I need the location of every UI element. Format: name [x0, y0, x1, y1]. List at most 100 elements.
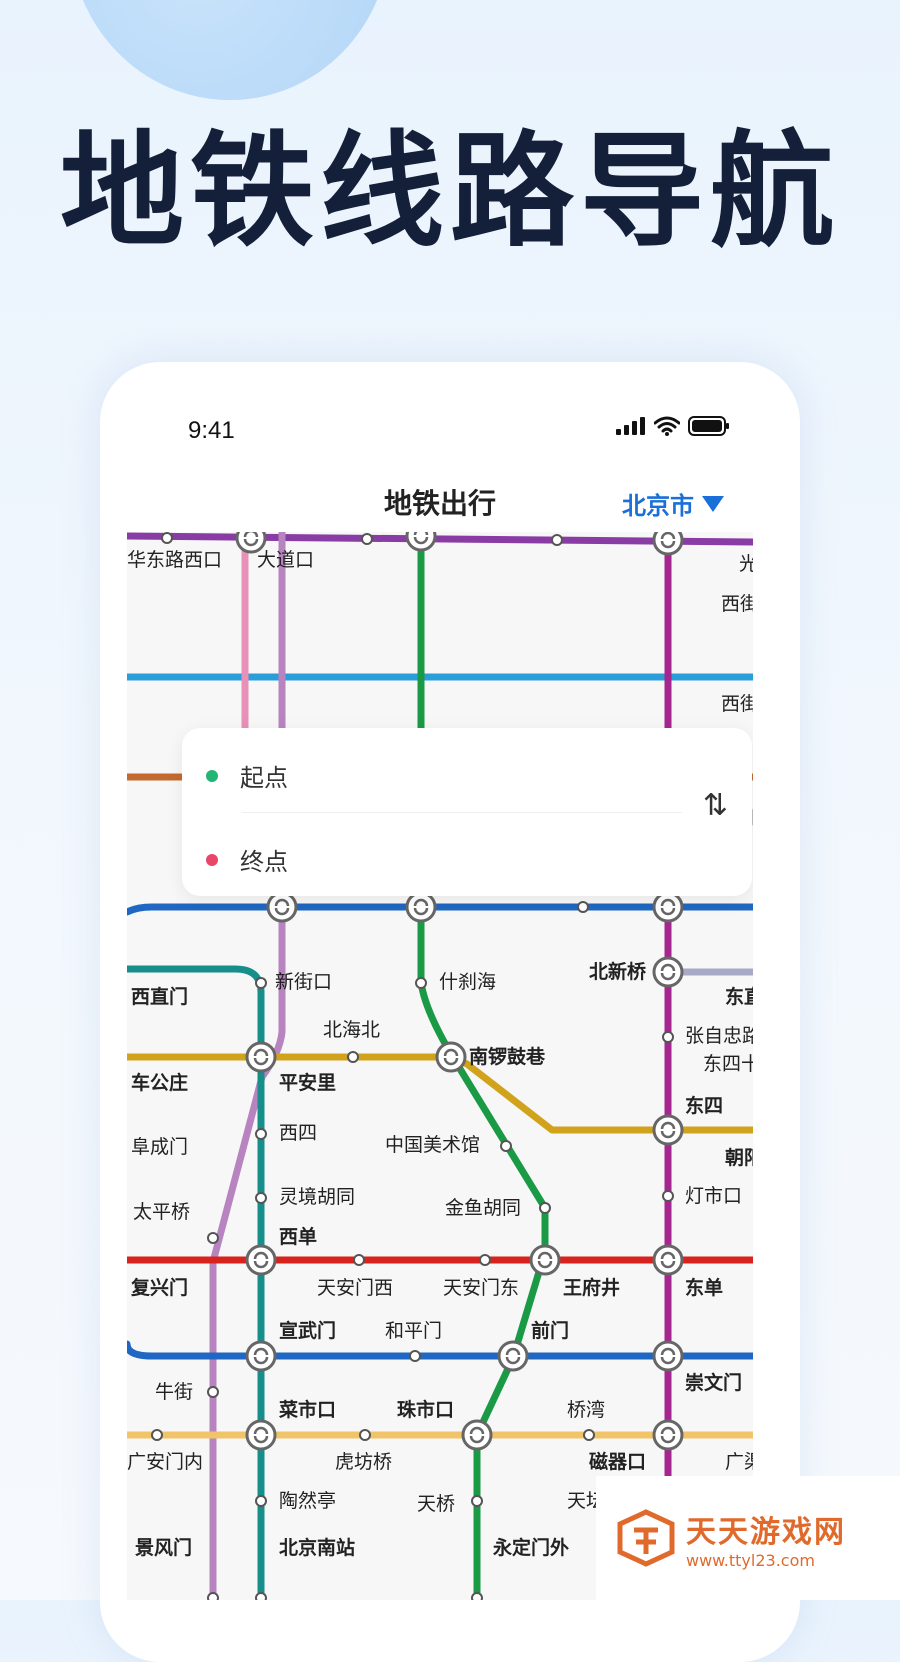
station-dot[interactable] [577, 901, 589, 913]
station-label-qianmen[interactable]: 前门 [531, 1319, 569, 1342]
station-dot[interactable] [255, 1495, 267, 1507]
station-dot[interactable] [551, 534, 563, 546]
station-label-xinjiekou[interactable]: 新街口 [275, 971, 332, 993]
station-label-zhangzizhong[interactable]: 张自忠路 [685, 1025, 753, 1047]
station-dot[interactable] [207, 1232, 219, 1244]
station-label-zhushikou[interactable]: 珠市口 [397, 1398, 454, 1421]
station-dot[interactable] [353, 1254, 365, 1266]
station-label-guanganmennei[interactable]: 广安门内 [127, 1451, 203, 1473]
station-dot[interactable] [479, 1254, 491, 1266]
station-label-guangqumennei[interactable]: 广渠门内 [725, 1451, 753, 1473]
station-label-niujie[interactable]: 牛街 [155, 1381, 193, 1403]
station-label-dengshikou[interactable]: 灯市口 [685, 1185, 742, 1207]
station-label-dongzhimen[interactable]: 东直门 [725, 985, 753, 1008]
station-label-lingjing[interactable]: 灵境胡同 [279, 1186, 355, 1208]
transfer-station-icon[interactable] [652, 956, 684, 988]
station-label-shichahai[interactable]: 什刹海 [439, 971, 496, 993]
transfer-station-icon[interactable] [461, 1419, 493, 1451]
end-row[interactable]: 终点 [206, 842, 288, 877]
watermark-logo-icon [617, 1509, 675, 1567]
city-selector[interactable]: 北京市 [622, 486, 724, 521]
station-label-tiananmenxi[interactable]: 天安门西 [317, 1277, 393, 1299]
station-dot[interactable] [359, 1429, 371, 1441]
transfer-station-icon[interactable] [235, 532, 267, 554]
start-row[interactable]: 起点 [206, 758, 288, 793]
station-label-xuanwumen[interactable]: 宣武门 [279, 1319, 336, 1342]
station-label-dadao[interactable]: 大道口 [257, 549, 314, 571]
transfer-station-icon[interactable] [529, 1244, 561, 1276]
station-label-chaoyangmen[interactable]: 朝阳门 [725, 1146, 753, 1169]
station-dot[interactable] [471, 1592, 483, 1600]
station-label-xijie1[interactable]: 西街 [721, 593, 753, 615]
station-dot[interactable] [539, 1202, 551, 1214]
station-dot[interactable] [255, 977, 267, 989]
station-dot[interactable] [207, 1592, 219, 1600]
station-label-xizhimen[interactable]: 西直门 [131, 985, 188, 1008]
station-label-zhongguomeishuguan[interactable]: 中国美术馆 [385, 1134, 480, 1156]
transfer-station-icon[interactable] [652, 1114, 684, 1146]
transfer-station-icon[interactable] [652, 1419, 684, 1451]
station-label-beixinqiao[interactable]: 北新桥 [589, 960, 647, 983]
station-label-jinyu[interactable]: 金鱼胡同 [445, 1197, 521, 1219]
transfer-station-icon[interactable] [405, 532, 437, 552]
line-gold [127, 1053, 753, 1134]
transfer-station-icon[interactable] [266, 891, 298, 923]
transfer-station-icon[interactable] [405, 891, 437, 923]
station-label-fuxingmen[interactable]: 复兴门 [130, 1276, 188, 1299]
swap-icon[interactable]: ⇅ [702, 788, 728, 823]
transfer-station-icon[interactable] [652, 1244, 684, 1276]
station-label-beihaibei[interactable]: 北海北 [323, 1019, 380, 1041]
station-dot[interactable] [347, 1051, 359, 1063]
station-dot[interactable] [361, 533, 373, 545]
station-label-xijie2[interactable]: 西街 [721, 693, 753, 715]
station-label-qiaowan[interactable]: 桥湾 [567, 1399, 605, 1421]
transfer-station-icon[interactable] [245, 1041, 277, 1073]
transfer-station-icon[interactable] [497, 1340, 529, 1372]
station-label-dongsi[interactable]: 东四 [685, 1094, 723, 1117]
station-dot[interactable] [255, 1192, 267, 1204]
station-dot[interactable] [255, 1128, 267, 1140]
station-label-yongdingmenwai[interactable]: 永定门外 [492, 1536, 569, 1559]
station-label-tiananmendong[interactable]: 天安门东 [443, 1277, 519, 1299]
station-label-nanluoguxiang[interactable]: 南锣鼓巷 [469, 1045, 546, 1068]
transfer-station-icon[interactable] [245, 1244, 277, 1276]
station-label-taorangting[interactable]: 陶然亭 [279, 1490, 336, 1512]
station-label-tianqiao[interactable]: 天桥 [417, 1493, 455, 1515]
station-dot[interactable] [471, 1495, 483, 1507]
station-dot[interactable] [415, 977, 427, 989]
transfer-station-icon[interactable] [652, 1340, 684, 1372]
station-label-hepingmen[interactable]: 和平门 [385, 1320, 442, 1342]
station-dot[interactable] [583, 1429, 595, 1441]
station-dot[interactable] [207, 1386, 219, 1398]
station-dot[interactable] [662, 1031, 674, 1043]
station-label-xisi[interactable]: 西四 [279, 1122, 317, 1144]
station-label-beijingnan[interactable]: 北京南站 [279, 1536, 355, 1559]
station-dot[interactable] [255, 1592, 267, 1600]
station-label-hufangqiao[interactable]: 虎坊桥 [335, 1451, 392, 1473]
station-label-dongsi10[interactable]: 东四十条 [703, 1053, 753, 1075]
station-label-guang[interactable]: 光 [739, 553, 753, 575]
transfer-station-icon[interactable] [245, 1340, 277, 1372]
station-label-pinganli[interactable]: 平安里 [279, 1071, 336, 1094]
subway-map[interactable]: 华东路西口大道口光西街西街北太平庄安华桥和平西桥蓟门桥马甸桥安贞桥安德里北街和平… [127, 532, 753, 1600]
station-label-fuchengmen[interactable]: 阜成门 [131, 1136, 188, 1158]
station-label-chongwenmen[interactable]: 崇文门 [685, 1371, 742, 1394]
station-label-xidan[interactable]: 西单 [279, 1225, 317, 1248]
transfer-station-icon[interactable] [245, 1419, 277, 1451]
station-label-wangfujing[interactable]: 王府井 [563, 1276, 620, 1299]
station-label-dongdan[interactable]: 东单 [685, 1276, 723, 1299]
station-label-huadong[interactable]: 华东路西口 [127, 549, 222, 571]
transfer-station-icon[interactable] [652, 891, 684, 923]
transfer-station-icon[interactable] [435, 1041, 467, 1073]
station-dot[interactable] [161, 532, 173, 544]
transfer-station-icon[interactable] [652, 532, 684, 556]
station-label-caishikou[interactable]: 菜市口 [278, 1398, 336, 1421]
station-dot[interactable] [500, 1140, 512, 1152]
station-label-taipingqiao[interactable]: 太平桥 [133, 1201, 190, 1223]
station-label-ciqikou[interactable]: 磁器口 [589, 1450, 646, 1473]
station-dot[interactable] [662, 1190, 674, 1202]
station-dot[interactable] [409, 1350, 421, 1362]
station-label-chegongzhuang[interactable]: 车公庄 [131, 1071, 188, 1094]
station-dot[interactable] [151, 1429, 163, 1441]
station-label-jingfengmen[interactable]: 景风门 [135, 1536, 192, 1559]
